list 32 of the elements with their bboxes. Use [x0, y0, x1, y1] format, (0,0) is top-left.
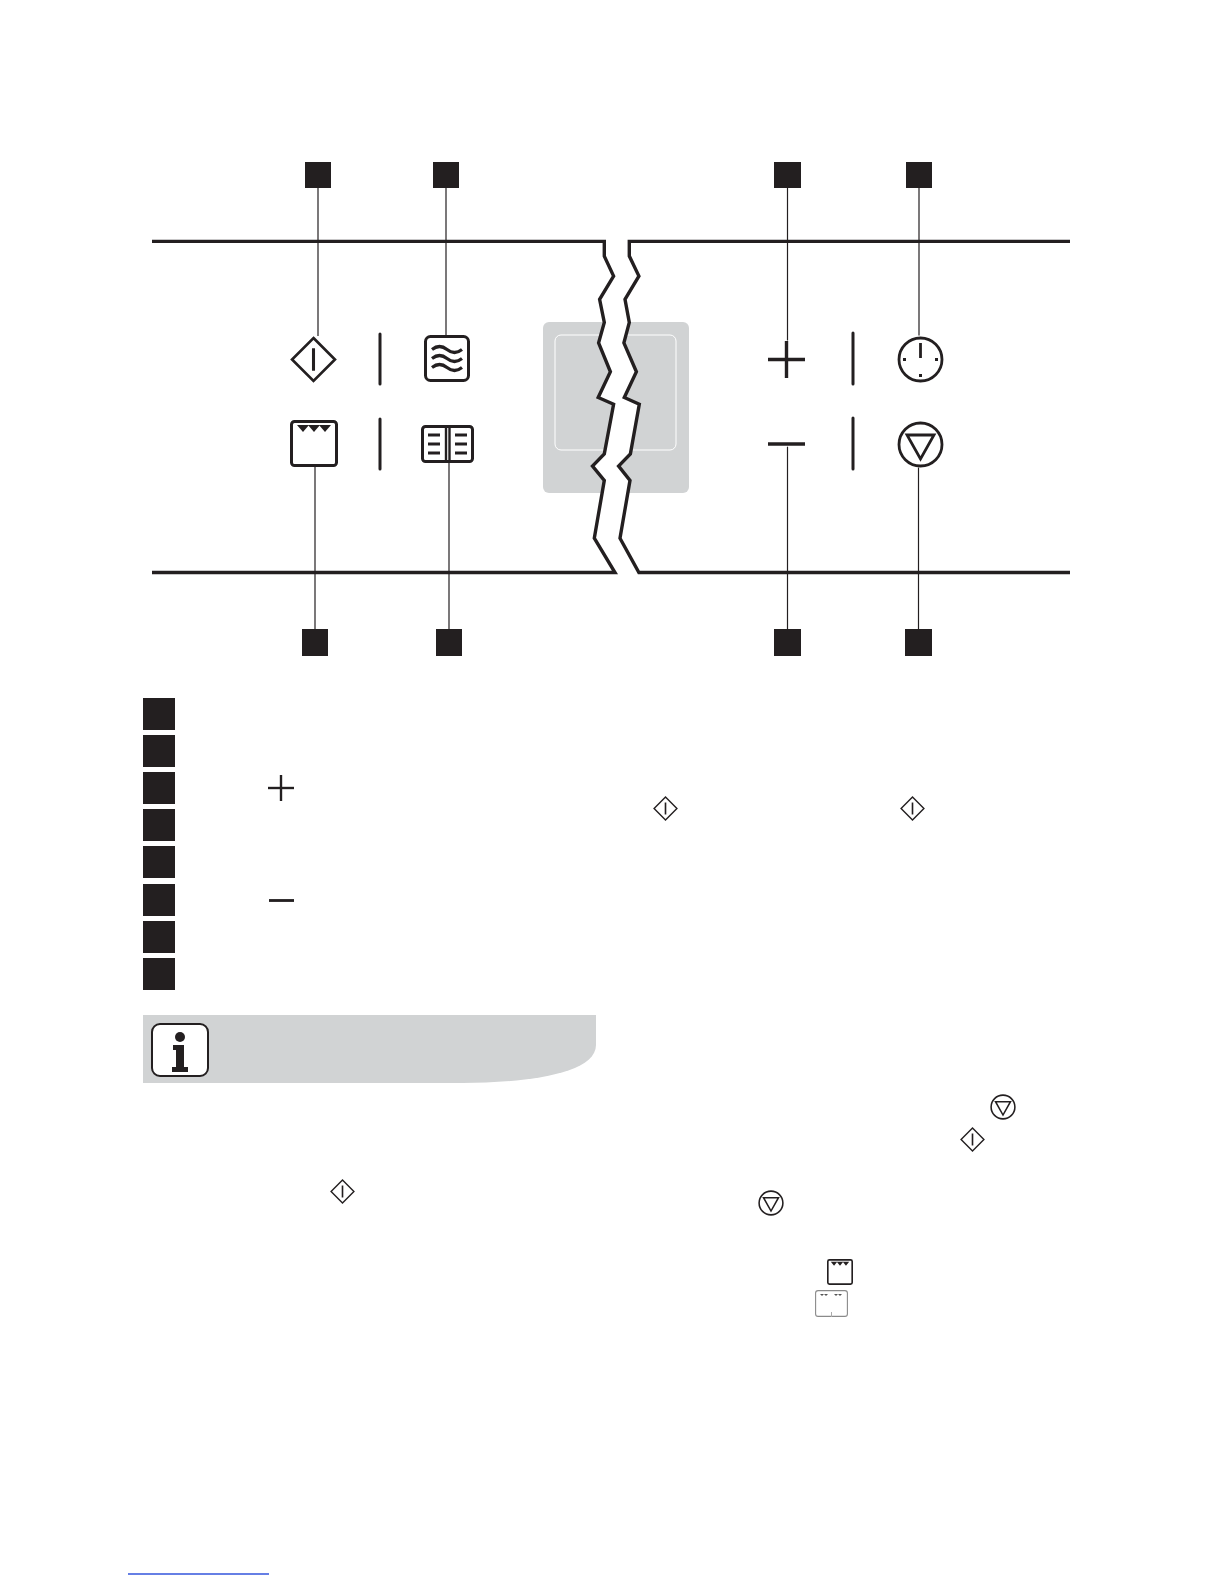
callout-marker: [143, 772, 175, 804]
leader-line: [448, 462, 450, 630]
callout-marker: [143, 958, 175, 990]
callout-marker: [143, 846, 175, 878]
callout-marker: [906, 162, 932, 188]
triangle-circle-icon: [896, 420, 944, 468]
callout-marker: [905, 629, 932, 656]
leader-line: [314, 466, 316, 630]
plus-icon: [768, 340, 805, 378]
waves-icon: [424, 335, 470, 382]
callout-marker: [143, 735, 175, 767]
minus-icon: [768, 440, 805, 447]
callout-marker: [305, 162, 331, 188]
callout-marker: [143, 884, 175, 916]
leader-line: [445, 187, 447, 336]
leader-line: [786, 446, 789, 630]
callout-marker: [143, 921, 175, 953]
book-icon: [421, 425, 474, 463]
clock-icon: [896, 335, 944, 383]
callout-marker: [774, 629, 801, 656]
callout-marker: [774, 162, 801, 188]
callout-marker: [143, 698, 175, 730]
diamond-icon: [290, 336, 337, 383]
callout-marker: [436, 629, 462, 656]
leader-line: [317, 187, 319, 337]
callout-marker: [143, 809, 175, 841]
leader-line: [917, 466, 920, 630]
leader-line: [918, 187, 920, 337]
callout-marker: [433, 162, 459, 188]
callout-marker: [302, 629, 328, 656]
leader-line: [786, 187, 789, 342]
oven-icon: [290, 420, 338, 467]
